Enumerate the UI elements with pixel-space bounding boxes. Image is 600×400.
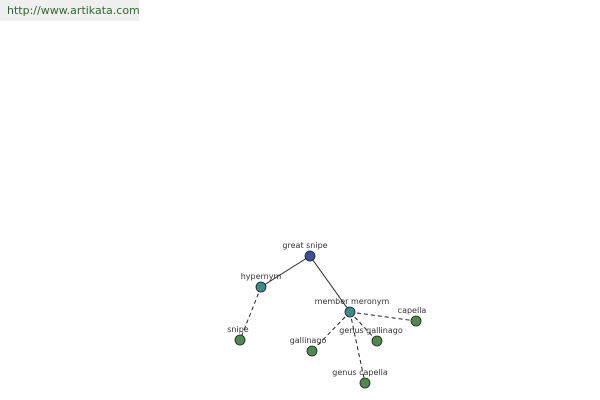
source-banner: http://www.artikata.com <box>0 0 140 21</box>
node-label-capella: capella <box>398 306 427 315</box>
edge-great-snipe-to-hypernym <box>260 255 311 288</box>
node-dot-great-snipe[interactable] <box>304 250 316 262</box>
node-label-hypernym: hypernym <box>241 272 282 281</box>
node-genus-gallinago[interactable]: genus gallinago <box>339 326 403 347</box>
node-label-genus-gallinago: genus gallinago <box>339 326 403 335</box>
node-member-meronym[interactable]: member meronym <box>315 297 390 318</box>
node-dot-member-meronym[interactable] <box>344 306 356 318</box>
node-label-genus-capella: genus capella <box>332 368 388 377</box>
node-label-gallinago: gallinago <box>290 336 327 345</box>
node-dot-snipe[interactable] <box>234 334 246 346</box>
node-snipe[interactable]: snipe <box>227 325 249 346</box>
node-gallinago[interactable]: gallinago <box>290 336 327 357</box>
node-label-snipe: snipe <box>227 325 249 334</box>
edge-great-snipe-to-member-meronym <box>309 255 351 313</box>
nodes-layer: great snipe hypernym member meronym snipe ga… <box>227 241 427 389</box>
node-dot-genus-capella[interactable] <box>359 377 371 389</box>
node-dot-capella[interactable] <box>410 315 422 327</box>
node-capella[interactable]: capella <box>398 306 427 327</box>
node-dot-gallinago[interactable] <box>306 345 318 357</box>
edge-member-meronym-to-genus-capella <box>349 311 366 384</box>
edge-hypernym-to-snipe <box>239 286 262 341</box>
edges-layer <box>239 255 417 384</box>
node-label-member-meronym: member meronym <box>315 297 390 306</box>
node-dot-hypernym[interactable] <box>255 281 267 293</box>
node-dot-genus-gallinago[interactable] <box>371 335 383 347</box>
node-hypernym[interactable]: hypernym <box>241 272 282 293</box>
node-genus-capella[interactable]: genus capella <box>332 368 388 389</box>
source-url-link[interactable]: http://www.artikata.com <box>7 4 140 17</box>
edge-member-meronym-to-gallinago <box>311 311 351 352</box>
node-label-great-snipe: great snipe <box>282 241 327 250</box>
node-great-snipe[interactable]: great snipe <box>282 241 328 262</box>
